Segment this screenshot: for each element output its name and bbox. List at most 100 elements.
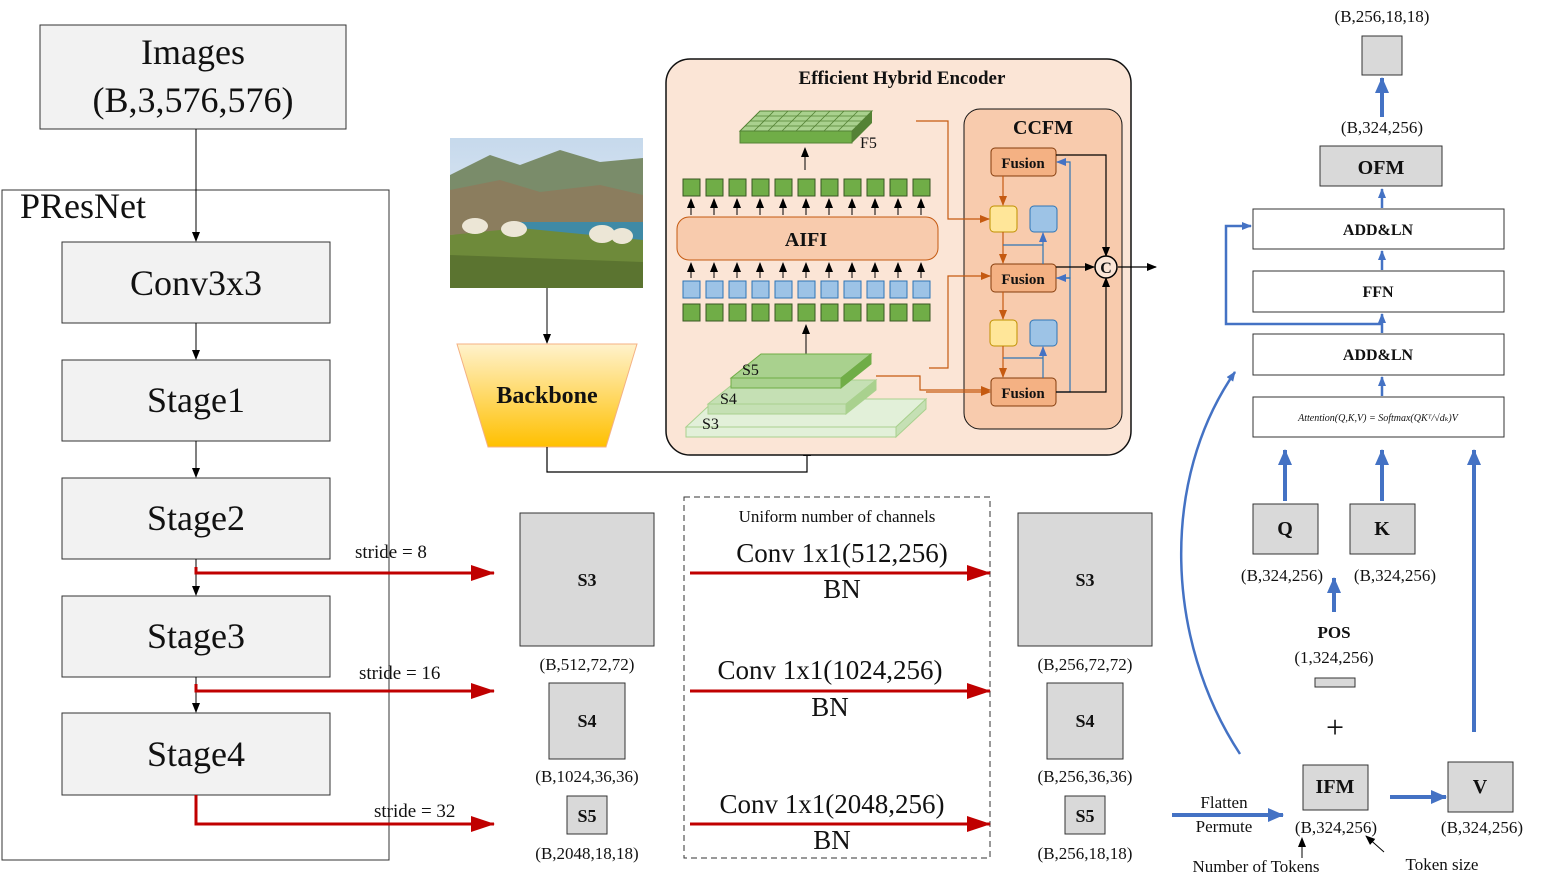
presnet-label: PResNet	[20, 186, 146, 226]
fusion-block-bot: Fusion	[990, 377, 1057, 407]
stage-2: Stage2	[61, 477, 331, 560]
output-shape: (B,256,18,18)	[1335, 7, 1430, 26]
q-box: Q	[1252, 503, 1319, 555]
pos-embedding-box	[1314, 677, 1356, 688]
ccfm-blue-bot	[1029, 319, 1058, 347]
ccfm-red-arrows	[876, 120, 1007, 396]
stride-32-arrow	[194, 795, 495, 832]
ofm-box: OFM	[1319, 145, 1443, 187]
bn-2-label: BN	[811, 692, 849, 722]
attention-formula: Attention(Q,K,V) = Softmax(QKᵀ/√dₖ)V	[1297, 413, 1460, 424]
out-s5-box: S5	[1064, 795, 1106, 835]
out-s4-label: S4	[1075, 711, 1094, 731]
plus-symbol: +	[1326, 709, 1344, 745]
flatten-label: Flatten	[1200, 793, 1248, 812]
q-shape: (B,324,256)	[1241, 566, 1323, 585]
ffn-label: FFN	[1362, 284, 1394, 301]
stride-16-label: stride = 16	[359, 663, 440, 684]
in-s5-shape: (B,2048,18,18)	[535, 844, 638, 863]
ccfm-blue-top	[1029, 205, 1058, 233]
backbone-to-encoder-arrow	[546, 446, 811, 473]
feature-pyramid	[684, 352, 928, 439]
out-s3-shape: (B,256,72,72)	[1038, 655, 1133, 674]
ccfm-yellow-bot	[989, 319, 1018, 347]
conv-2-label: Conv 1x1(1024,256)	[718, 655, 943, 685]
stage-4-label: Stage4	[147, 734, 245, 774]
stride-32-label: stride = 32	[374, 801, 455, 822]
out-s4-box: S4	[1046, 682, 1124, 760]
stride-16-arrow	[194, 683, 495, 699]
in-s3-box: S3	[519, 512, 655, 647]
token-row	[682, 303, 931, 322]
conv-3-label: Conv 1x1(2048,256)	[720, 789, 945, 819]
in-s5-label: S5	[577, 806, 596, 826]
q-label: Q	[1277, 518, 1293, 540]
out-s3-box: S3	[1017, 512, 1153, 647]
aifi-output-row	[682, 178, 931, 197]
in-s4-shape: (B,1024,36,36)	[535, 767, 638, 786]
ifm-residual-curve	[1179, 371, 1242, 755]
aifi-label: AIFI	[785, 229, 827, 251]
concat-node: C	[1094, 255, 1118, 279]
v-box: V	[1447, 761, 1514, 813]
aifi-up-arrows	[687, 198, 925, 215]
stage-4: Stage4	[61, 712, 331, 796]
uniform-channels-title: Uniform number of channels	[739, 507, 936, 526]
add-ln-bottom: ADD&LN	[1252, 333, 1505, 376]
bn-1-label: BN	[823, 574, 861, 604]
conv-1-label: Conv 1x1(512,256)	[736, 538, 948, 568]
pos-shape: (1,324,256)	[1294, 648, 1373, 667]
stage-1: Stage1	[61, 359, 331, 442]
ccfm-concat-arrows	[1056, 154, 1157, 393]
backbone-block: Backbone	[456, 343, 638, 448]
input-photo	[450, 138, 643, 288]
stage-3: Stage3	[61, 595, 331, 678]
in-s4-box: S4	[548, 682, 626, 760]
fusion-block-top: Fusion	[990, 147, 1057, 177]
stage-1-label: Stage1	[147, 380, 245, 420]
in-s3-shape: (B,512,72,72)	[540, 655, 635, 674]
stage-2-label: Stage2	[147, 498, 245, 538]
stage-3-label: Stage3	[147, 616, 245, 656]
ccfm-yellow-top	[989, 205, 1018, 233]
s5-plate-label: S5	[742, 362, 759, 379]
add-ln-bottom-label: ADD&LN	[1343, 347, 1414, 364]
out-s5-shape: (B,256,18,18)	[1038, 844, 1133, 863]
aifi-in-arrows	[687, 262, 925, 278]
fusion-top-label: Fusion	[1001, 156, 1045, 172]
s3-plate-label: S3	[702, 416, 719, 433]
num-tokens-label: Number of Tokens	[1193, 857, 1320, 876]
v-label: V	[1473, 776, 1488, 798]
ccfm-label: CCFM	[1013, 117, 1073, 139]
ifm-box: IFM	[1302, 764, 1369, 811]
encoder-title: Efficient Hybrid Encoder	[799, 68, 1006, 89]
stride-8-arrow	[194, 565, 495, 581]
aifi-block: AIFI	[676, 216, 939, 261]
ifm-shape: (B,324,256)	[1295, 818, 1377, 837]
images-box: Images (B,3,576,576)	[39, 24, 347, 130]
backbone-label: Backbone	[496, 383, 598, 409]
v-shape: (B,324,256)	[1441, 818, 1523, 837]
in-s5-box: S5	[566, 795, 608, 835]
fusion-bot-label: Fusion	[1001, 386, 1045, 402]
token-size-label: Token size	[1406, 855, 1479, 874]
out-s4-shape: (B,256,36,36)	[1038, 767, 1133, 786]
stride-8-label: stride = 8	[355, 542, 427, 563]
add-ln-top: ADD&LN	[1252, 208, 1505, 250]
ffn-box: FFN	[1252, 270, 1505, 313]
stage-conv3x3: Conv3x3	[61, 241, 331, 324]
pos-embed-row	[682, 280, 931, 299]
in-s4-label: S4	[577, 711, 596, 731]
permute-label: Permute	[1196, 817, 1253, 836]
stage-conv3x3-label: Conv3x3	[130, 263, 262, 303]
out-s3-label: S3	[1075, 570, 1094, 590]
k-label: K	[1374, 518, 1390, 540]
ifm-label: IFM	[1316, 776, 1355, 798]
k-box: K	[1349, 503, 1416, 555]
ofm-label: OFM	[1358, 157, 1405, 179]
uniform-channels-frame	[683, 496, 991, 859]
add-ln-top-label: ADD&LN	[1343, 222, 1414, 239]
residual-arrow	[1224, 222, 1382, 326]
